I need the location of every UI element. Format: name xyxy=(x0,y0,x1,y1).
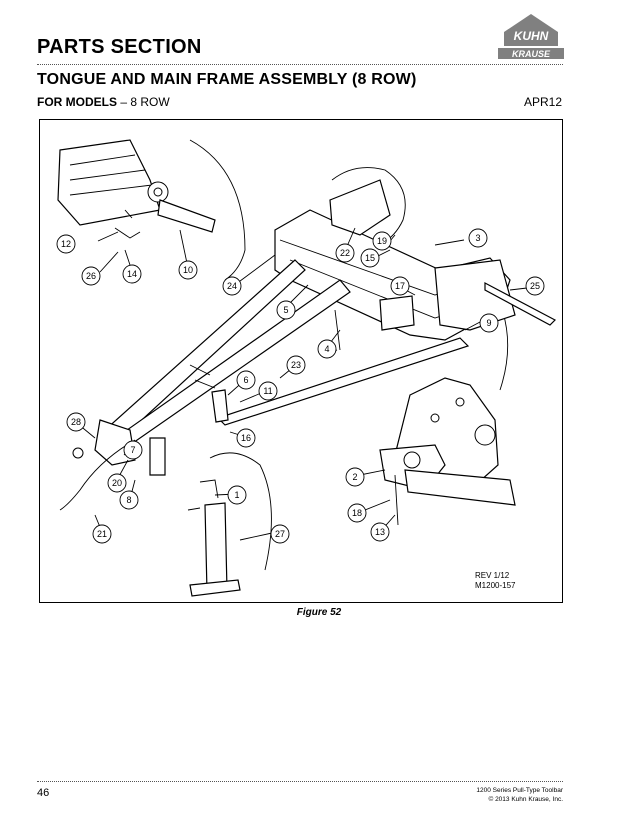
models-line: FOR MODELS – 8 ROW xyxy=(37,95,170,109)
cross-tube-detail xyxy=(404,469,516,506)
logo-text-bottom: KRAUSE xyxy=(512,49,551,59)
jack-tube xyxy=(204,502,228,593)
tongue-brace-23 xyxy=(216,337,470,426)
logo-text-top: KUHN xyxy=(514,29,549,43)
footer-rule xyxy=(37,781,563,782)
models-value: – 8 ROW xyxy=(120,95,170,109)
safety-chain-21 xyxy=(59,439,136,511)
copyright: © 2013 Kuhn Krause, Inc. xyxy=(488,796,563,803)
hitch-plate-detail xyxy=(57,139,161,226)
revision-block: REV 1/12 M1200-157 xyxy=(475,571,515,591)
section-title: PARTS SECTION xyxy=(37,36,202,58)
header-rule xyxy=(37,64,563,65)
date-code: APR12 xyxy=(523,95,562,109)
kuhn-krause-logo: KUHN KRAUSE xyxy=(498,14,564,59)
product-name: 1200 Series Pull-Type Toolbar xyxy=(476,787,563,794)
parts-diagram xyxy=(57,139,556,597)
figure-frame: 12 26 14 10 24 5 4 23 6 11 16 28 7 20 8 … xyxy=(39,119,563,603)
tongue-beam-24 xyxy=(104,259,306,441)
toolbar-stub xyxy=(484,282,556,326)
assembly-title: TONGUE AND MAIN FRAME ASSEMBLY (8 ROW) xyxy=(37,71,417,88)
footer-info: 1200 Series Pull-Type Toolbar © 2013 Kuh… xyxy=(476,786,563,804)
jack-foot xyxy=(189,579,241,597)
models-label: FOR MODELS xyxy=(37,95,117,109)
detail-arc-top-left xyxy=(189,139,246,281)
detail-arc-jack xyxy=(209,452,272,571)
figure-caption: Figure 52 xyxy=(296,607,342,618)
page-number: 46 xyxy=(37,787,50,799)
jack-mount xyxy=(149,437,166,476)
frame-bracket-top xyxy=(329,179,391,236)
drawing-number: M1200-157 xyxy=(475,581,516,590)
revision-label: REV 1/12 xyxy=(475,571,510,580)
